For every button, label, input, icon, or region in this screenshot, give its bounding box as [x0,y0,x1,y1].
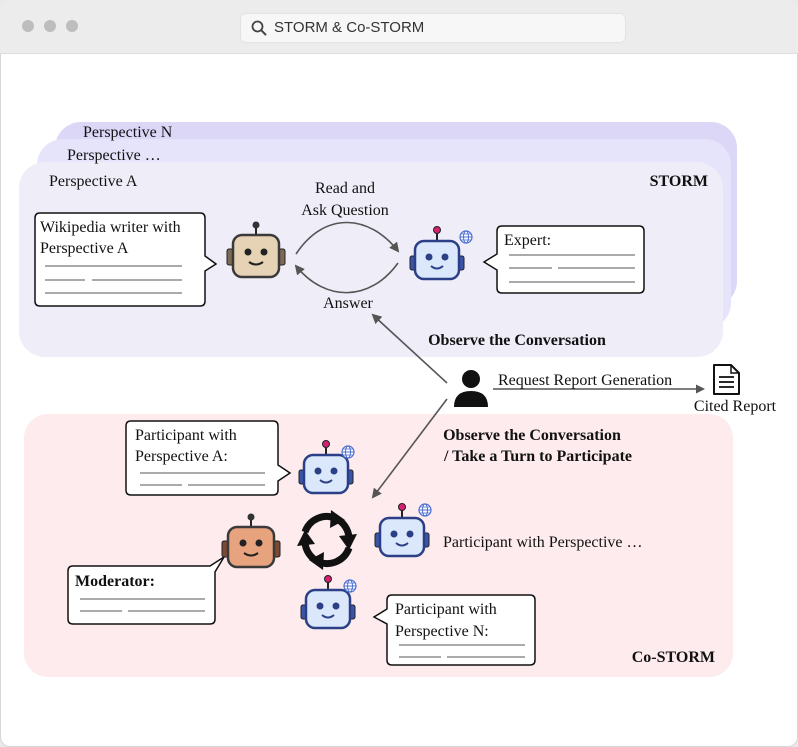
address-text: STORM & Co-STORM [274,19,425,36]
observe-conversation-label: Observe the Conversation [428,332,606,349]
search-icon [251,20,267,36]
cited-report-label: Cited Report [694,398,777,415]
observe-participate-line-1: Observe the Conversation [443,427,621,444]
participant-dots-label: Participant with Perspective … [443,534,643,551]
participant-n-placeholder-lines [399,644,525,658]
writer-robot-icon [226,221,286,279]
participant-a-line-2: Perspective A: [135,448,228,465]
participant-a-placeholder-lines [140,472,265,486]
read-and-label: Read and [315,180,375,197]
ask-arrow [295,221,400,255]
observe-participate-line-2: / Take a Turn to Participate [443,448,632,465]
participant-n-line-2: Perspective N: [395,623,489,640]
participate-arrow [371,398,448,499]
moderator-label: Moderator: [75,573,155,590]
moderator-placeholder-lines [80,598,205,612]
request-report-label: Request Report Generation [498,372,672,389]
writer-placeholder-lines [45,265,182,294]
writer-line-2: Perspective A [40,240,129,257]
window-minimize-dot[interactable] [44,20,56,32]
window-close-dot[interactable] [22,20,34,32]
costorm-title: Co-STORM [632,649,715,666]
answer-arrow [294,262,399,294]
globe-icon [418,503,432,517]
globe-icon [459,230,473,244]
globe-icon [341,445,355,459]
address-bar[interactable]: STORM & Co-STORM [240,13,626,43]
moderator-robot-icon [221,513,281,569]
perspective-a-label: Perspective A [49,173,138,190]
participant-a-speech-bubble [125,420,292,496]
writer-speech-bubble [34,212,218,307]
storm-title: STORM [650,173,708,190]
ask-question-label: Ask Question [301,202,389,219]
answer-label: Answer [323,295,373,312]
expert-placeholder-lines [509,254,635,283]
perspective-n-label: Perspective N [83,124,173,141]
storm-costorm-diagram: Perspective N Perspective … Perspective … [19,122,777,677]
user-icon [454,370,488,407]
participant-a-line-1: Participant with [135,427,237,444]
observe-storm-arrow [371,313,448,384]
window-maximize-dot[interactable] [66,20,78,32]
participant-n-line-1: Participant with [395,601,497,618]
expert-label: Expert: [504,232,551,249]
moderator-speech-bubble [67,556,225,625]
title-bar: STORM & Co-STORM [0,0,798,54]
expert-speech-bubble [482,225,645,294]
cycle-arrows-icon [297,510,357,570]
perspective-dots-label: Perspective … [67,147,161,164]
writer-line-1: Wikipedia writer with [40,219,181,236]
perspective-a-panel [19,162,723,357]
globe-icon [343,579,357,593]
document-icon [713,364,740,395]
participant-n-speech-bubble [372,594,536,666]
